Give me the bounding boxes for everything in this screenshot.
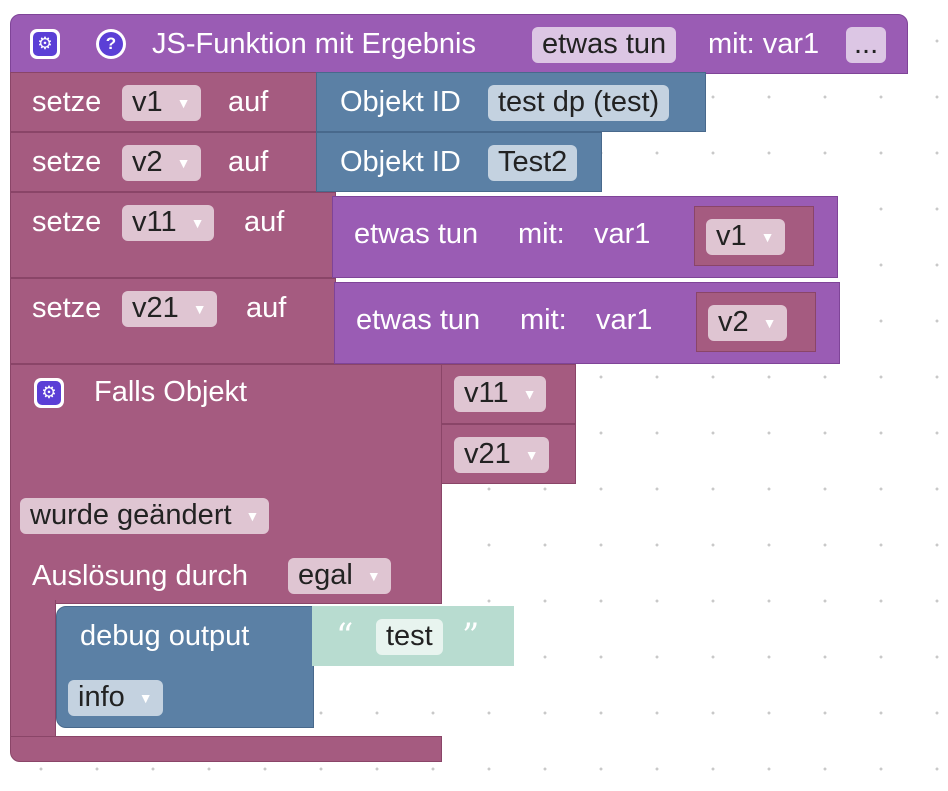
call-name: etwas tun — [354, 218, 479, 250]
trigger-block-spine — [10, 600, 56, 740]
function-params-label: mit: var1 — [708, 28, 820, 60]
trigger-source-label: Auslösung durch — [32, 560, 249, 592]
set-keyword: setze — [32, 292, 102, 324]
trigger-block-footer — [10, 736, 442, 762]
set-keyword: setze — [32, 86, 102, 118]
variable-dropdown-v1[interactable]: v1▼ — [122, 85, 201, 121]
function-more-button[interactable]: ... — [846, 27, 887, 63]
condition-dropdown[interactable]: wurde geändert▼ — [20, 498, 270, 534]
call-param: var1 — [594, 218, 651, 250]
call-name: etwas tun — [356, 304, 481, 336]
call-mit: mit: — [518, 218, 565, 250]
variable-dropdown-v21[interactable]: v21▼ — [122, 291, 217, 327]
help-icon[interactable]: ? — [96, 29, 126, 59]
text-field[interactable]: test — [376, 619, 443, 655]
open-quote-icon: “ — [336, 616, 354, 656]
trigger-object-dropdown-v21[interactable]: v21▼ — [454, 437, 549, 473]
function-block-title: JS-Funktion mit Ergebnis — [152, 28, 476, 60]
function-name-field[interactable]: etwas tun — [532, 27, 677, 63]
auf-keyword: auf — [244, 206, 285, 238]
argument-dropdown-v1[interactable]: v1▼ — [706, 219, 785, 255]
object-id-field-1[interactable]: test dp (test) — [488, 85, 670, 121]
dropdown-arrow-icon: ▼ — [762, 315, 777, 331]
auf-keyword: auf — [246, 292, 287, 324]
call-param: var1 — [596, 304, 653, 336]
dropdown-arrow-icon: ▼ — [176, 155, 191, 171]
dropdown-arrow-icon: ▼ — [192, 301, 207, 317]
set-keyword: setze — [32, 146, 102, 178]
auf-keyword: auf — [228, 86, 269, 118]
dropdown-arrow-icon: ▼ — [245, 508, 260, 524]
close-quote-icon: ” — [462, 616, 480, 656]
auf-keyword: auf — [228, 146, 269, 178]
debug-output-label: debug output — [80, 620, 250, 652]
dropdown-arrow-icon: ▼ — [366, 568, 381, 584]
dropdown-arrow-icon: ▼ — [176, 95, 191, 111]
dropdown-arrow-icon: ▼ — [760, 229, 775, 245]
dropdown-arrow-icon: ▼ — [190, 215, 205, 231]
call-mit: mit: — [520, 304, 567, 336]
trigger-title: Falls Objekt — [94, 376, 248, 408]
gear-icon[interactable]: ⚙ — [30, 29, 60, 59]
dropdown-arrow-icon: ▼ — [138, 690, 153, 706]
gear-icon[interactable]: ⚙ — [34, 378, 64, 408]
set-keyword: setze — [32, 206, 102, 238]
trigger-object-dropdown-v11[interactable]: v11▼ — [454, 376, 547, 412]
function-definition-block[interactable] — [10, 14, 908, 74]
variable-dropdown-v2[interactable]: v2▼ — [122, 145, 201, 181]
object-id-label: Objekt ID — [340, 146, 461, 178]
dropdown-arrow-icon: ▼ — [524, 447, 539, 463]
object-id-field-2[interactable]: Test2 — [488, 145, 578, 181]
trigger-source-dropdown[interactable]: egal▼ — [288, 558, 391, 594]
log-level-dropdown[interactable]: info▼ — [68, 680, 163, 716]
dropdown-arrow-icon: ▼ — [522, 386, 537, 402]
variable-dropdown-v11[interactable]: v11▼ — [122, 205, 215, 241]
object-id-label: Objekt ID — [340, 86, 461, 118]
argument-dropdown-v2[interactable]: v2▼ — [708, 305, 787, 341]
